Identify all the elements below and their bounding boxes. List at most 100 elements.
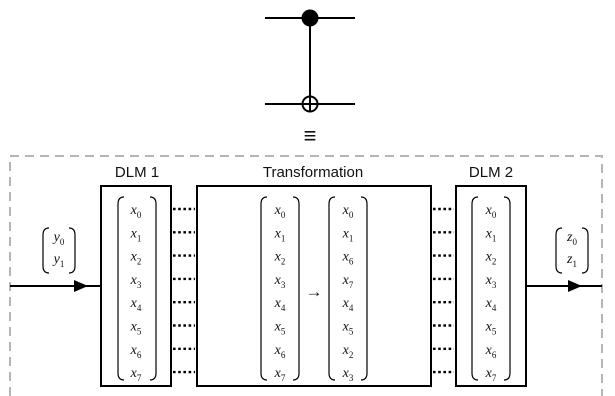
- dlm1-vector-left-paren: [117, 196, 125, 381]
- output-vector-entry: z0: [566, 230, 577, 247]
- cnot-gate: [265, 9, 355, 113]
- dlm2-vector-entry-symbol: x: [485, 343, 493, 358]
- dlm2-vector-left-paren: [471, 196, 479, 381]
- transform-output-vector-entry: x2: [342, 343, 354, 360]
- dlm2-vector-entry: x4: [485, 296, 497, 313]
- dlm1-vector-entry-index: 6: [137, 350, 142, 360]
- control-dot: [301, 9, 319, 27]
- transform-output-vector-entry-symbol: x: [342, 226, 350, 241]
- transform-input-vector-entry-symbol: x: [274, 320, 282, 335]
- dlm2-vector-entry-index: 1: [492, 233, 497, 243]
- dlm2-vector-entry-index: 5: [492, 327, 497, 337]
- equivalence-symbol: ≡: [304, 123, 317, 148]
- transform-output-vector-entry-symbol: x: [342, 203, 350, 218]
- input-vector-entry-symbol: y: [52, 230, 61, 245]
- output-vector-right-paren: [581, 227, 589, 274]
- transform-output-vector-entry: x7: [342, 273, 354, 290]
- transform-input-vector-entry-index: 1: [281, 233, 286, 243]
- dlm1-vector-entry-index: 7: [137, 373, 142, 383]
- transform-output-vector-right-paren: [360, 196, 368, 381]
- transformation-arrow: →: [306, 282, 323, 301]
- dlm1-vector-entry: x3: [130, 273, 142, 290]
- dlm1-vector-entry-symbol: x: [130, 320, 138, 335]
- dlm1-vector-entry-index: 2: [137, 257, 142, 267]
- input-vector-entry-index: 0: [60, 237, 65, 247]
- dlm1-vector-entry-symbol: x: [130, 366, 138, 381]
- transform-output-vector-entry-index: 2: [349, 350, 354, 360]
- output-vector-entry: z1: [566, 252, 577, 269]
- transform-output-vector-left-paren: [328, 196, 336, 381]
- transformation-title: Transformation: [263, 164, 363, 181]
- transform-input-vector-right-paren: [292, 196, 300, 381]
- dlm2-vector-entry-symbol: x: [485, 273, 493, 288]
- dlm2-vector-entry-index: 7: [492, 373, 497, 383]
- dlm2-vector-entry-index: 3: [492, 280, 497, 290]
- dlm2-vector-entry: x3: [485, 273, 497, 290]
- dlm1-vector-right-paren: [149, 196, 157, 381]
- dlm2-vector-entry: x7: [485, 366, 497, 383]
- dlm2-vector-right-paren: [503, 196, 511, 381]
- input-vector-left-paren: [42, 227, 50, 274]
- transform-input-vector-entry-symbol: x: [274, 250, 282, 265]
- transform-input-vector-entry: x0: [274, 203, 286, 220]
- dlm2-title: DLM 2: [469, 164, 513, 181]
- transform-output-vector-entry-index: 1: [349, 233, 354, 243]
- transform-output-vector-entry-index: 0: [349, 210, 354, 220]
- transform-input-vector-entry: x7: [274, 366, 286, 383]
- dlm1-vector-entry: x7: [130, 366, 142, 383]
- dlm1-vector-entry: x0: [130, 203, 142, 220]
- output-vector-entry-symbol: z: [566, 252, 573, 267]
- transform-input-vector-entry-index: 2: [281, 257, 286, 267]
- dashed-region: [9, 155, 603, 396]
- dlm2-vector-entry-symbol: x: [485, 203, 493, 218]
- transform-output-vector-entry-symbol: x: [342, 296, 350, 311]
- transform-output-vector-entry-index: 6: [349, 257, 354, 267]
- dlm1-vector-entry-symbol: x: [130, 273, 138, 288]
- dlm1-vector-entry-index: 5: [137, 327, 142, 337]
- output-vector-left-paren: [555, 227, 563, 274]
- dlm2-vector-entry-symbol: x: [485, 296, 493, 311]
- dlm2-vector-entry: x6: [485, 343, 497, 360]
- transform-input-vector-entry-index: 5: [281, 327, 286, 337]
- dlm1-vector-entry: x2: [130, 250, 142, 267]
- transform-input-vector-entry-symbol: x: [274, 296, 282, 311]
- dlm2-vector-entry: x1: [485, 226, 497, 243]
- transform-input-vector-entry-symbol: x: [274, 273, 282, 288]
- dlm2-vector-entry-symbol: x: [485, 320, 493, 335]
- dlm2-vector-entry-symbol: x: [485, 226, 493, 241]
- transform-output-vector-entry-index: 5: [349, 327, 354, 337]
- transform-input-vector-entry: x3: [274, 273, 286, 290]
- transform-input-vector-entry-index: 6: [281, 350, 286, 360]
- transform-output-vector-entry-symbol: x: [342, 250, 350, 265]
- input-vector-entry-symbol: y: [52, 252, 61, 267]
- transform-output-vector-entry-symbol: x: [342, 343, 350, 358]
- input-vector-entry-index: 1: [60, 259, 65, 269]
- transform-input-vector-left-paren: [260, 196, 268, 381]
- dlm1-vector-entry-index: 0: [137, 210, 142, 220]
- dlm2-vector-entry-symbol: x: [485, 250, 493, 265]
- dlm2-vector-entry: x5: [485, 320, 497, 337]
- dlm1-title: DLM 1: [115, 164, 159, 181]
- transform-input-vector-entry-symbol: x: [274, 343, 282, 358]
- dlm2-vector-entry: x2: [485, 250, 497, 267]
- dlm1-vector-entry: x6: [130, 343, 142, 360]
- output-vector-entry-index: 0: [572, 237, 577, 247]
- transform-output-vector-entry: x4: [342, 296, 354, 313]
- dlm2-vector-entry-symbol: x: [485, 366, 493, 381]
- transform-input-vector-entry-index: 4: [281, 303, 286, 313]
- input-vector-entry: y1: [52, 252, 65, 269]
- dlm1-vector-entry: x1: [130, 226, 142, 243]
- input-vector-entry: y0: [52, 230, 65, 247]
- dlm1-vector-entry-symbol: x: [130, 250, 138, 265]
- output-vector-entry-index: 1: [572, 259, 577, 269]
- dlm2-vector-entry-index: 6: [492, 350, 497, 360]
- dlm2-vector-entry: x0: [485, 203, 497, 220]
